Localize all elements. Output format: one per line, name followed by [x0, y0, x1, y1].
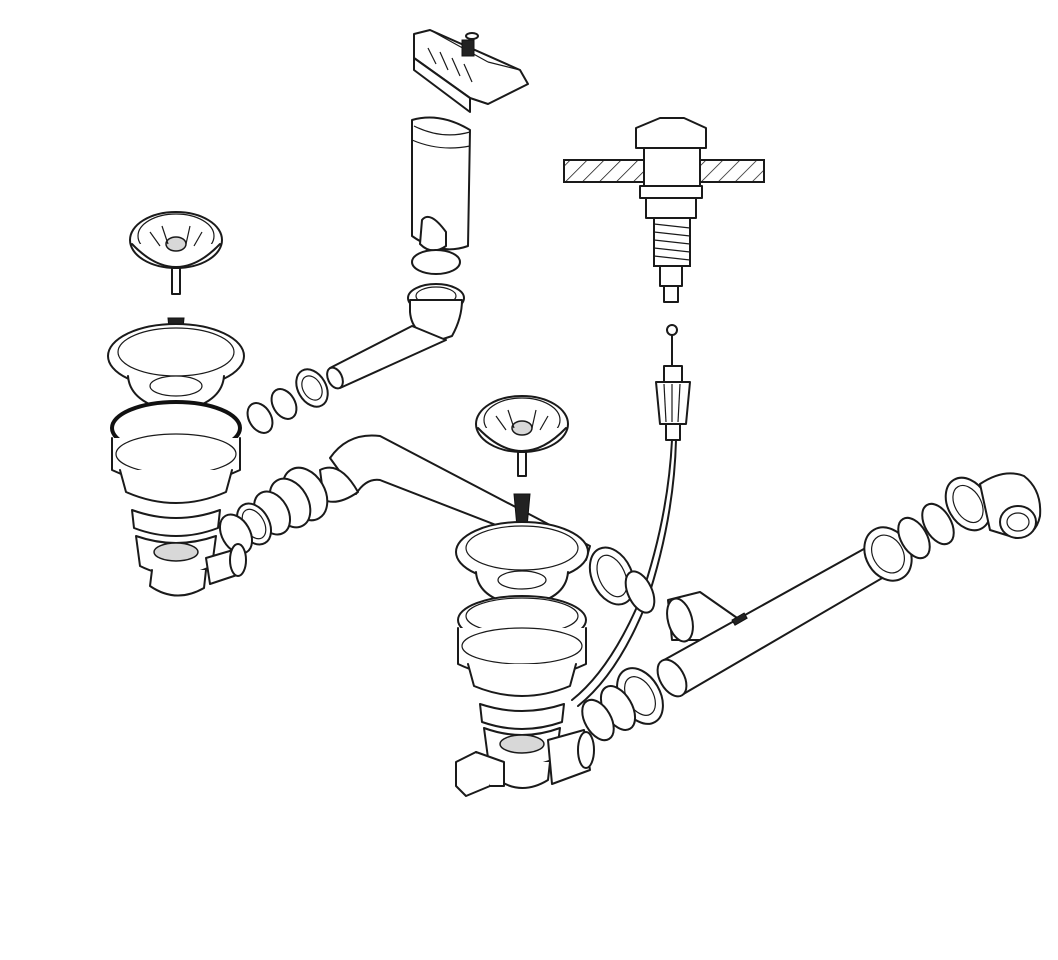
strainer-basket-right — [475, 395, 569, 477]
overflow-hose — [326, 116, 471, 390]
bowden-cable — [571, 324, 691, 707]
strainer-body-left — [107, 317, 247, 597]
overflow-head — [413, 29, 529, 113]
elbow-outlet — [455, 751, 505, 797]
remote-knob — [563, 117, 765, 303]
outlet-pipe — [581, 472, 1042, 742]
strainer-body-right — [455, 493, 595, 789]
strainer-basket-left — [129, 211, 223, 295]
